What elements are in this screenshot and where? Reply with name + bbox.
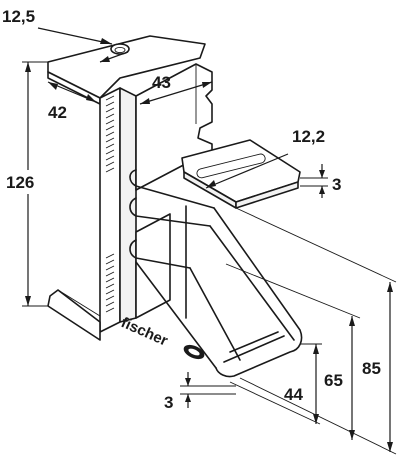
dimension-arm-width: 43	[139, 73, 213, 105]
dimension-depth-44: 44	[229, 343, 322, 425]
dimension-plate-thickness: 3	[300, 164, 341, 198]
dimension-wire-thickness: 3	[164, 372, 236, 412]
fischer-logo-text: fischer	[118, 314, 170, 350]
height-65-label: 65	[324, 371, 343, 390]
lower-wing	[135, 213, 171, 319]
wire-frame	[129, 169, 303, 378]
dimension-flange-depth: 42	[47, 81, 97, 122]
bracket-body: fischer	[47, 35, 213, 360]
dimension-total-height: 126	[4, 61, 48, 307]
knurl-lower	[105, 253, 115, 313]
adjustment-slot	[196, 153, 266, 179]
total-height-label: 126	[6, 173, 34, 192]
slot-width-label: 12,2	[292, 127, 325, 146]
knurl-upper	[105, 95, 115, 173]
arm-width-label: 43	[152, 73, 171, 92]
wire-thickness-label: 3	[164, 393, 173, 412]
top-hole-label: 12,5	[2, 7, 35, 26]
back-plate	[99, 87, 121, 333]
left-foot	[47, 289, 101, 341]
plate-thickness-label: 3	[332, 175, 341, 194]
dimension-top-hole: 12,5	[2, 7, 129, 63]
dimension-slot-width: 12,2	[205, 127, 325, 189]
height-85-label: 85	[362, 359, 381, 378]
flange-depth-label: 42	[48, 103, 67, 122]
dimension-height-65: 65	[225, 263, 361, 440]
depth-44-label: 44	[284, 385, 303, 404]
